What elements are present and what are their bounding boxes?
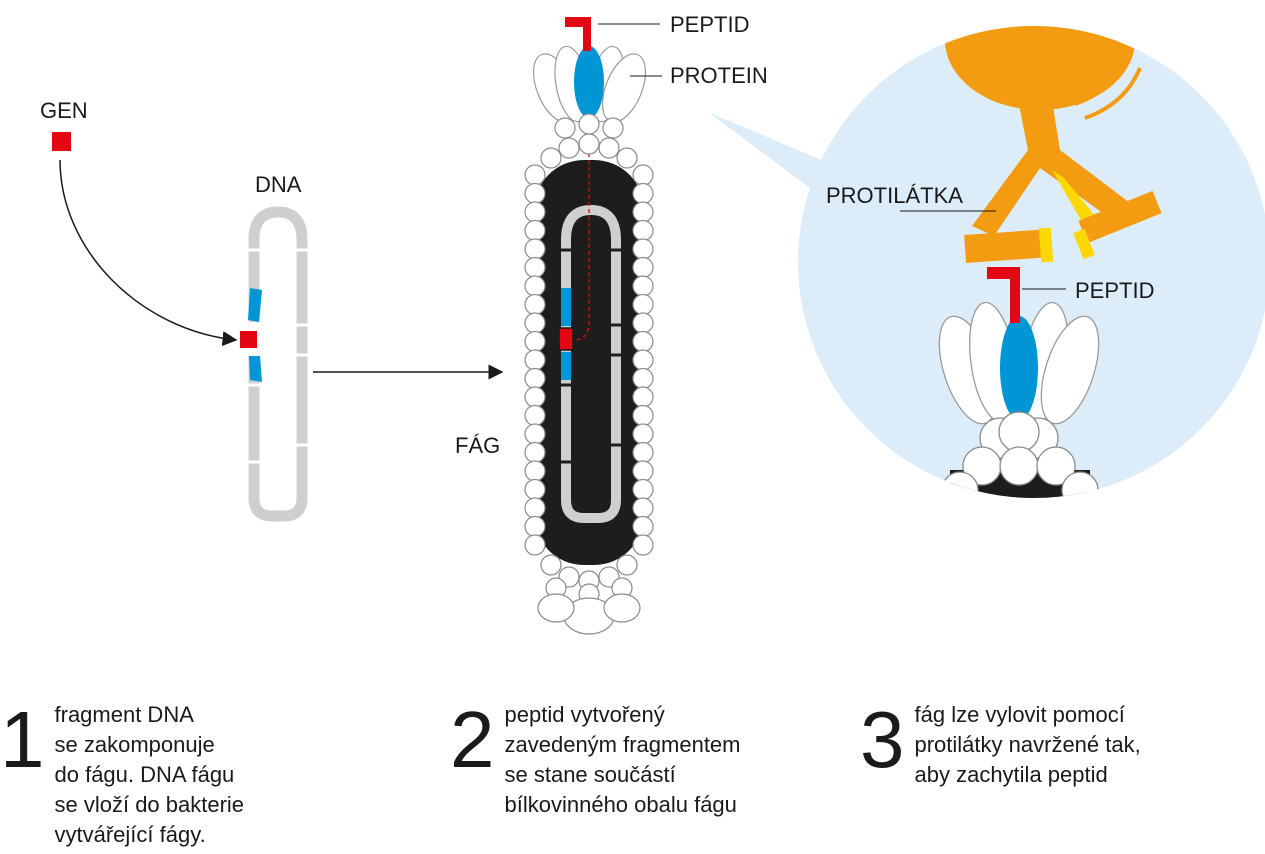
capsid-bead xyxy=(632,293,654,316)
antibody-label: PROTILÁTKA xyxy=(826,183,963,208)
capsid-bead xyxy=(632,182,654,205)
dna-strand-icon xyxy=(240,206,308,522)
capsid-bead xyxy=(524,201,546,223)
gene-insert-arrow xyxy=(59,159,238,347)
step-2-text: peptid vytvořený zavedeným fragmentem se… xyxy=(504,702,741,817)
protein-label: PROTEIN xyxy=(670,63,768,88)
capsid-bead xyxy=(632,423,654,445)
capsid-bead xyxy=(540,147,562,169)
step-1-number: 1 xyxy=(0,695,45,784)
phage-icon xyxy=(524,17,654,635)
capsid-bead xyxy=(632,404,654,427)
capsid-bead xyxy=(578,133,600,155)
capsid-bead xyxy=(632,312,654,334)
capsid-bead xyxy=(524,275,546,297)
capsid-bead xyxy=(524,497,546,519)
capsid-bead xyxy=(578,113,600,135)
zoom-circle xyxy=(798,26,1265,498)
capsid-bead xyxy=(524,404,546,427)
capsid-bead xyxy=(524,460,546,482)
capsid-bead xyxy=(554,117,576,139)
step-1: 1 fragment DNA se zakomponuje do fágu. D… xyxy=(0,700,244,850)
capsid-bead xyxy=(524,164,546,186)
capsid-bead xyxy=(524,423,546,445)
capsid-bead xyxy=(632,534,654,556)
gene-icon xyxy=(52,132,71,151)
capsid-bead xyxy=(616,554,638,576)
capsid-bead xyxy=(524,478,546,501)
capsid-bead xyxy=(632,441,654,464)
capsid-bead xyxy=(524,330,546,353)
capsid-bead xyxy=(602,117,624,139)
capsid-bead xyxy=(524,312,546,334)
phage-label: FÁG xyxy=(455,433,500,458)
capsid-bead xyxy=(632,238,654,260)
capsid-bead xyxy=(632,515,654,538)
step-3-text: fág lze vylovit pomocí protilátky navrže… xyxy=(914,702,1141,787)
capsid-bead xyxy=(616,147,638,169)
capsid-bead xyxy=(524,219,546,242)
zoom-pointer xyxy=(708,112,840,200)
capsid-bead xyxy=(632,349,654,371)
capsid-bead xyxy=(524,293,546,316)
gen-label: GEN xyxy=(40,98,88,123)
peptid-top-label: PEPTID xyxy=(670,12,749,37)
capsid-bead xyxy=(524,256,546,279)
capsid-bead xyxy=(632,275,654,297)
capsid-bead xyxy=(524,367,546,390)
step-3-number: 3 xyxy=(860,695,905,784)
dna-label: DNA xyxy=(255,172,302,197)
capsid-bead xyxy=(632,219,654,242)
capsid-bead xyxy=(524,386,546,408)
zoom-phage xyxy=(938,267,1100,498)
capsid-bead xyxy=(632,367,654,390)
peptid-zoom-label: PEPTID xyxy=(1075,278,1154,303)
capsid-bead xyxy=(632,386,654,408)
capsid-bead xyxy=(558,137,580,159)
capsid-bead xyxy=(524,349,546,371)
capsid-bead xyxy=(632,497,654,519)
capsid-bead xyxy=(632,330,654,353)
step-2-number: 2 xyxy=(450,695,495,784)
step-1-text: fragment DNA se zakomponuje do fágu. DNA… xyxy=(54,702,245,847)
capsid-bead xyxy=(524,238,546,260)
capsid-bead xyxy=(632,256,654,279)
capsid-bead xyxy=(632,164,654,186)
step-2: 2 peptid vytvořený zavedeným fragmentem … xyxy=(450,700,741,820)
capsid-bead xyxy=(524,441,546,464)
capsid-bead xyxy=(632,201,654,223)
capsid-bead xyxy=(524,182,546,205)
step-3: 3 fág lze vylovit pomocí protilátky navr… xyxy=(860,700,1141,790)
capsid-bead xyxy=(524,534,546,556)
capsid-bead xyxy=(632,478,654,501)
capsid-bead xyxy=(598,137,620,159)
antibody-icon xyxy=(945,26,1162,263)
capsid-bead xyxy=(632,460,654,482)
capsid-bead xyxy=(524,515,546,538)
capsid-bead xyxy=(540,554,562,576)
